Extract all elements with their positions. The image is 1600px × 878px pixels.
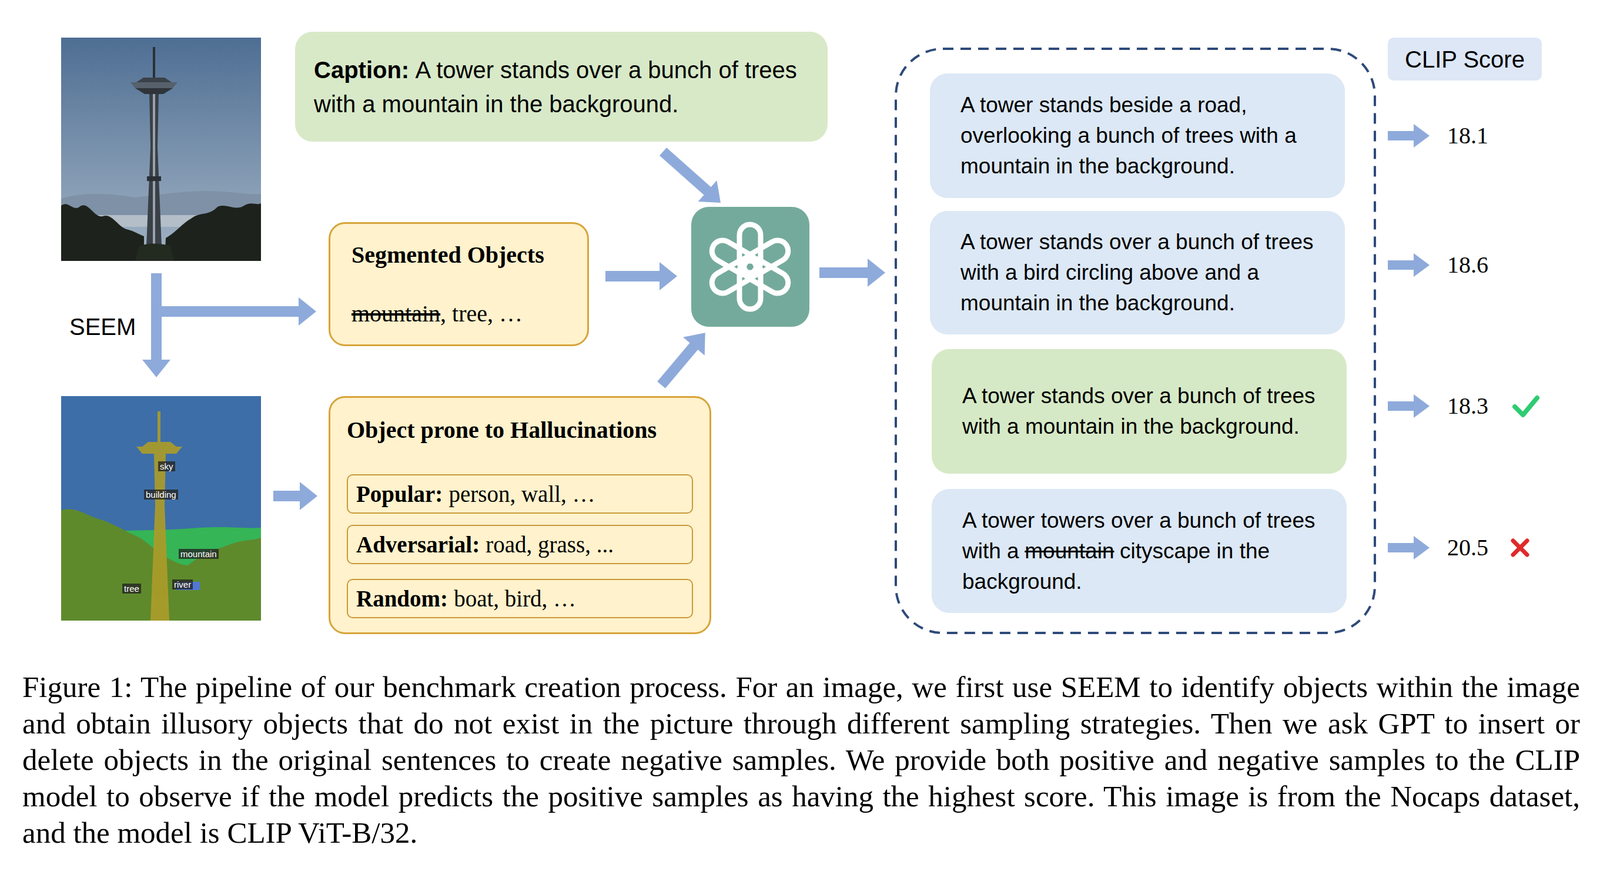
arrow — [273, 481, 318, 511]
seg-building — [150, 453, 170, 621]
seg-building — [157, 411, 161, 444]
cross-mark — [1513, 540, 1528, 555]
box-text: person, wall, … — [448, 481, 595, 507]
clip-score: 18.6 — [1447, 251, 1489, 279]
box-text: , tree, … — [440, 300, 523, 327]
text-line: A tower towers over a bunch of trees wit… — [962, 505, 1337, 598]
photo-sky — [61, 37, 261, 261]
text-line: mountain, tree, … — [351, 298, 570, 330]
hallucination-group-box: Object prone to HallucinationsPopular:pe… — [328, 396, 712, 635]
text-line: Object prone to Hallucinations — [346, 414, 694, 447]
text-line: CLIP Score — [1394, 45, 1535, 74]
gpt-logo-bg — [691, 206, 810, 327]
segment-label: building — [144, 489, 179, 500]
arrow — [605, 262, 678, 291]
dashed-group — [895, 48, 1375, 634]
cross-mark — [1513, 540, 1528, 555]
seg-sky — [61, 396, 261, 621]
clip-score: 20.5 — [1447, 534, 1489, 562]
photo-trees — [135, 243, 174, 262]
method-label: SEEM — [69, 312, 136, 341]
box-heading: Object prone to Hallucinations — [346, 416, 657, 444]
caption-box: Caption:A tower stands over a bunch of t… — [295, 31, 828, 142]
category-box: Random:boat, bird, … — [346, 578, 694, 619]
segment-label: sky — [158, 461, 176, 472]
photo — [61, 37, 261, 261]
negative-sample-box: A tower stands over a bunch of trees wit… — [929, 211, 1345, 335]
arrow — [156, 297, 317, 326]
text-line: A tower stands beside a road, overlookin… — [960, 89, 1335, 182]
photo-tower — [145, 94, 163, 261]
gpt-knot — [708, 224, 793, 310]
box-text: mountain — [351, 300, 441, 327]
box-text: A tower stands over a bunch of trees wit… — [960, 229, 1314, 316]
segmentation-map — [61, 396, 261, 621]
text-line: Adversarial:road, grass, ... — [356, 530, 684, 560]
box-text: A tower stands over a bunch of trees wit… — [962, 383, 1316, 439]
segment-label: river — [172, 579, 193, 590]
photo-tower — [136, 77, 172, 83]
photo-tower — [146, 176, 162, 182]
photo-tower — [130, 47, 178, 261]
box-heading: Segmented Objects — [351, 241, 545, 269]
negative-sample-box: A tower stands beside a road, overlookin… — [929, 73, 1345, 199]
text-line: Popular:person, wall, … — [356, 479, 684, 510]
text-line: A tower stands over a bunch of trees wit… — [962, 380, 1337, 443]
arrow — [142, 273, 171, 378]
negative-sample-box: A tower towers over a bunch of trees wit… — [931, 489, 1347, 614]
arrow — [650, 323, 716, 395]
box-text: boat, bird, … — [453, 586, 577, 612]
text-line: A tower stands over a bunch of trees wit… — [960, 226, 1335, 319]
arrow — [1387, 536, 1430, 560]
box-text: road, grass, ... — [485, 531, 614, 558]
photo-tower — [152, 47, 156, 79]
box-label: Popular: — [356, 481, 443, 507]
category-box: Popular:person, wall, … — [346, 474, 694, 514]
score-header-box: CLIP Score — [1387, 37, 1542, 81]
seg-building — [142, 442, 177, 447]
arrow — [1387, 253, 1430, 277]
figure-caption: Figure 1: The pipeline of our benchmark … — [22, 668, 1581, 852]
gpt-logo — [691, 206, 810, 327]
text-line: Caption:A tower stands over a bunch of t… — [313, 52, 818, 122]
box-text: CLIP Score — [1404, 46, 1525, 73]
arrow — [1387, 124, 1430, 148]
photo-tower — [135, 88, 173, 95]
box-text: A tower stands beside a road, overlookin… — [960, 92, 1297, 179]
arrow — [653, 141, 731, 214]
positive-sample-box: A tower stands over a bunch of trees wit… — [931, 349, 1347, 474]
photo-trees — [61, 203, 145, 261]
photo-trees — [164, 203, 261, 261]
photo-tower — [130, 82, 178, 89]
arrow — [819, 258, 886, 287]
box-label: Caption: — [313, 57, 410, 83]
clip-score: 18.3 — [1447, 392, 1489, 420]
box-text: mountain — [1024, 539, 1114, 564]
segment-label: mountain — [178, 549, 219, 560]
category-box: Adversarial:road, grass, ... — [346, 524, 694, 565]
cross-mark — [1513, 540, 1528, 555]
clip-score: 18.1 — [1447, 122, 1489, 150]
text-line: Random:boat, bird, … — [356, 584, 684, 614]
gpt-knot — [708, 236, 761, 279]
segmented-objects-box: Segmented Objects mountain, tree, … — [328, 222, 589, 347]
box-label: Random: — [356, 586, 448, 612]
seg-building — [136, 446, 183, 454]
box-label: Adversarial: — [356, 531, 480, 558]
check-mark — [1514, 397, 1538, 415]
segment-label: tree — [122, 583, 142, 594]
arrow — [1387, 394, 1430, 418]
text-line: Segmented Objects — [351, 239, 570, 271]
